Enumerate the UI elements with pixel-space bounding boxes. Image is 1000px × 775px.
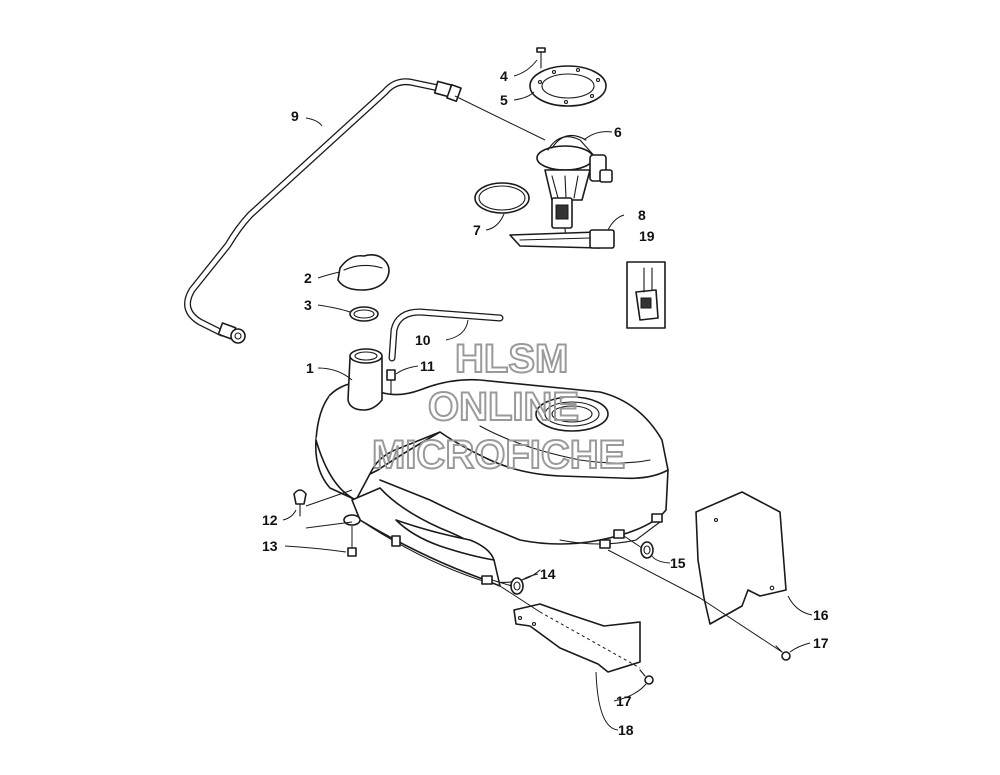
watermark-line-1: HLSM bbox=[455, 337, 568, 381]
callout-16: 16 bbox=[813, 607, 829, 623]
callout-18: 18 bbox=[618, 722, 634, 738]
callout-3: 3 bbox=[304, 297, 312, 313]
part-nut-13 bbox=[347, 547, 357, 557]
watermark: HLSM ONLINE MICROFICHE bbox=[371, 336, 626, 478]
callout-13: 13 bbox=[262, 538, 278, 554]
part-grommet-14 bbox=[510, 577, 524, 595]
callout-17-a: 17 bbox=[813, 635, 829, 651]
callout-5: 5 bbox=[500, 92, 508, 108]
part-grommet-15 bbox=[640, 541, 654, 559]
part-heat-shield-16 bbox=[695, 491, 787, 625]
part-hose-10 bbox=[388, 308, 504, 362]
tank-mount-boss bbox=[343, 514, 361, 526]
callout-numbers: 1 2 3 4 5 6 7 8 9 10 11 12 13 14 15 16 1… bbox=[262, 68, 829, 738]
callout-11: 11 bbox=[420, 358, 435, 374]
part-heat-shield-18 bbox=[513, 603, 641, 673]
watermark-line-2: ONLINE bbox=[428, 385, 579, 429]
part-screw-17-b bbox=[639, 669, 654, 685]
callout-leaders bbox=[282, 59, 813, 731]
callout-12: 12 bbox=[262, 512, 278, 528]
part-grommet-12 bbox=[293, 489, 307, 517]
part-fuel-tank bbox=[314, 348, 669, 587]
callout-10: 10 bbox=[415, 332, 431, 348]
watermark-line-3: MICROFICHE bbox=[372, 433, 625, 477]
callout-1: 1 bbox=[306, 360, 314, 376]
part-vent-hose bbox=[184, 78, 462, 344]
part-filter-8 bbox=[509, 229, 615, 249]
part-fuel-cap-2 bbox=[337, 254, 390, 291]
part-fuel-pump bbox=[536, 134, 613, 243]
part-sensor-19 bbox=[626, 261, 666, 329]
callout-9: 9 bbox=[291, 108, 299, 124]
part-screw-17-a bbox=[775, 645, 791, 661]
part-cap-seal-3 bbox=[349, 306, 379, 322]
callout-2: 2 bbox=[304, 270, 312, 286]
callout-19: 19 bbox=[639, 228, 655, 244]
part-screw-4 bbox=[536, 47, 546, 69]
callout-8: 8 bbox=[638, 207, 646, 223]
callout-14: 14 bbox=[540, 566, 556, 582]
callout-6: 6 bbox=[614, 124, 622, 140]
callout-17-b: 17 bbox=[616, 693, 632, 709]
callout-15: 15 bbox=[670, 555, 686, 571]
part-fitting-11 bbox=[386, 369, 396, 397]
callout-4: 4 bbox=[500, 68, 508, 84]
part-gasket-5 bbox=[529, 65, 607, 107]
callout-7: 7 bbox=[473, 222, 481, 238]
part-o-ring-7 bbox=[474, 182, 530, 214]
